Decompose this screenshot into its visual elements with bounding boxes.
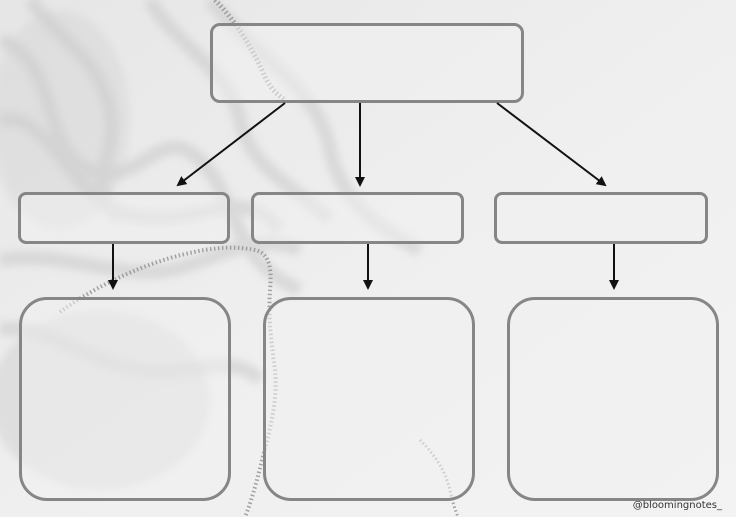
level3-box-middle [263,297,475,501]
level2-box-right [494,192,708,244]
arrow-top-to-left [176,102,286,187]
level2-box-left [18,192,230,244]
arrow-top-to-right [496,102,607,187]
top-box [210,23,524,103]
swirl-5 [0,236,303,280]
glitter-vein-middle [58,245,278,517]
level3-box-right [507,297,719,501]
level3-box-left [19,297,231,501]
watermark: @bloomingnotes_ [632,500,722,511]
level2-box-middle [251,192,464,244]
shade-2 [0,10,130,230]
